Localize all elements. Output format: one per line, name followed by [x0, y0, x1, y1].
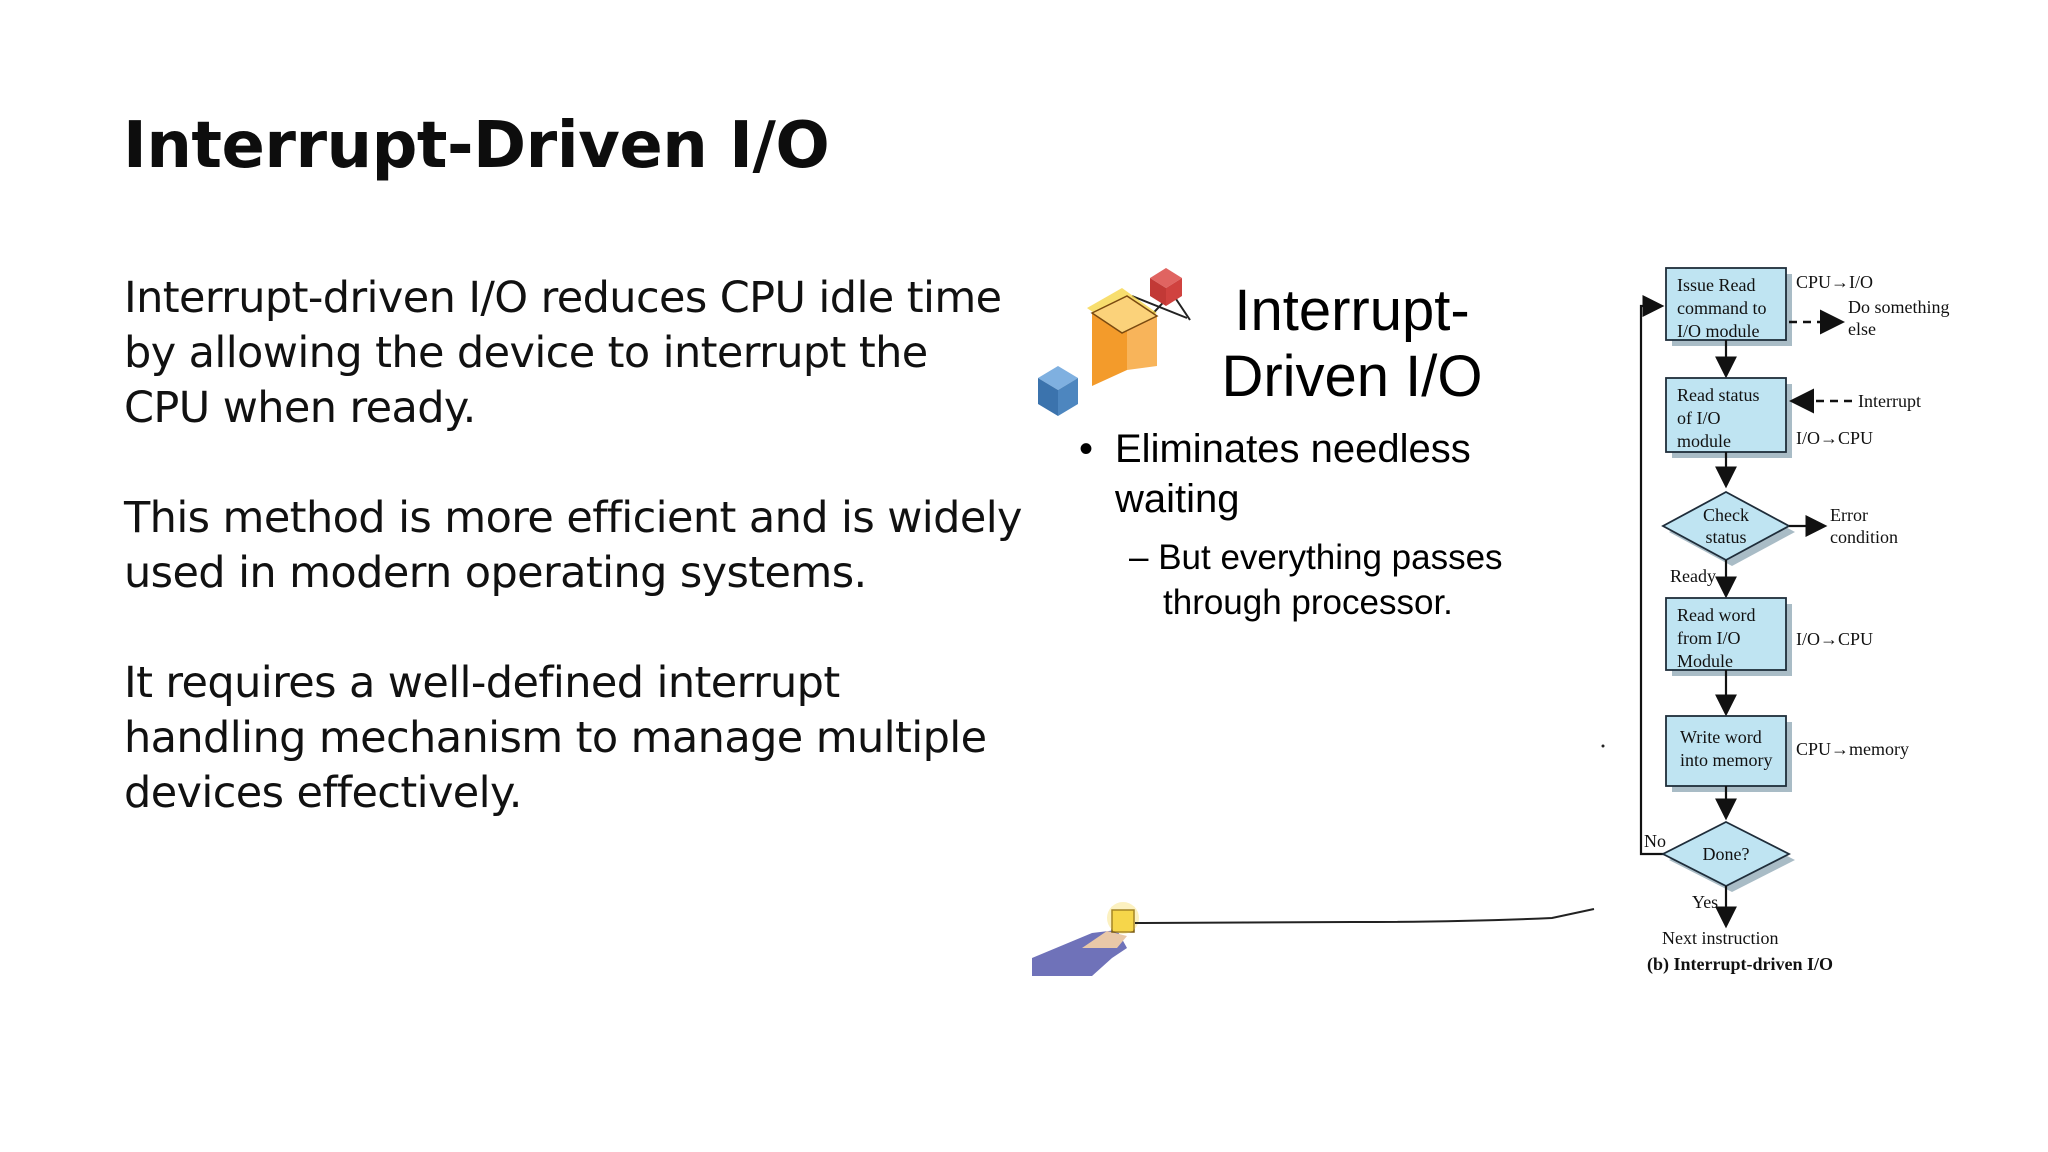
slide-body: Interrupt-driven I/O reduces CPU idle ti…: [124, 271, 1024, 876]
flow-box-read-status: [1665, 377, 1787, 453]
flow-diamond2-label: Done?: [1703, 844, 1750, 864]
flow-box1-note2-line1: Do something: [1848, 297, 1950, 317]
flow-box1-line1: Issue Read: [1677, 275, 1755, 295]
figure-sub-line2: through processor.: [1163, 583, 1453, 622]
figure-bullet-line1: Eliminates needless: [1115, 427, 1471, 471]
flow-box2-note: I/O→CPU: [1796, 428, 1873, 448]
flow-error-line1: Error: [1830, 505, 1868, 525]
flow-box4-note: CPU→memory: [1796, 739, 1909, 759]
cubes-illustration: [1038, 268, 1191, 416]
paragraph-interrupt-handling: It requires a well-defined interrupt han…: [124, 658, 987, 818]
flow-box4-line1: Write word: [1680, 727, 1762, 747]
figure-sub-line1: – But everything passes: [1129, 538, 1503, 577]
flow-box2-line1: Read status: [1677, 385, 1760, 405]
figure-bullet-line2: waiting: [1114, 477, 1240, 521]
flow-ready-label: Ready: [1670, 566, 1716, 586]
hand-illustration: [1032, 744, 1605, 976]
flow-diamond-check-status: [1661, 490, 1791, 562]
flow-box2-line3: module: [1677, 431, 1731, 451]
flow-box3-line1: Read word: [1677, 605, 1755, 625]
paragraph-cpu-idle: Interrupt-driven I/O reduces CPU idle ti…: [124, 273, 1002, 433]
figure-bullet-marker: •: [1079, 427, 1093, 471]
flow-diamond1-line1: Check: [1703, 505, 1749, 525]
flow-box-write-word: [1665, 715, 1787, 787]
flow-box-read-word: [1665, 597, 1787, 671]
flow-error-line2: condition: [1830, 527, 1898, 547]
figure-title-line1: Interrupt-: [1234, 278, 1469, 343]
interrupt-flowchart: No Issue Read command to I/O module CPU→…: [1639, 267, 1950, 975]
figure-svg: Interrupt- Driven I/O • Eliminates needl…: [1032, 267, 1950, 976]
flow-caption: (b) Interrupt-driven I/O: [1647, 954, 1833, 975]
flow-box1-line2: command to: [1677, 298, 1766, 318]
flow-box4-line2: into memory: [1680, 750, 1773, 770]
flow-next-instruction: Next instruction: [1662, 928, 1778, 948]
flow-box3-note: I/O→CPU: [1796, 629, 1873, 649]
flow-box1-note2-line2: else: [1848, 319, 1876, 339]
flow-box2-note-interrupt: Interrupt: [1858, 391, 1921, 411]
flow-box3-line3: Module: [1677, 651, 1733, 671]
flow-box2-line2: of I/O: [1677, 408, 1721, 428]
flow-box3-line2: from I/O: [1677, 628, 1740, 648]
paragraph-efficiency: This method is more efficient and is wid…: [124, 493, 1022, 598]
flow-box1-line3: I/O module: [1677, 321, 1760, 341]
figure-title-line2: Driven I/O: [1221, 344, 1482, 409]
interrupt-driven-io-figure: Interrupt- Driven I/O • Eliminates needl…: [1032, 258, 1954, 976]
flow-diamond1-line2: status: [1705, 527, 1746, 547]
slide-title: Interrupt-Driven I/O: [123, 109, 830, 183]
flow-no-label: No: [1644, 831, 1666, 851]
flow-box1-note1: CPU→I/O: [1796, 272, 1873, 292]
flow-yes-label: Yes: [1692, 892, 1718, 912]
